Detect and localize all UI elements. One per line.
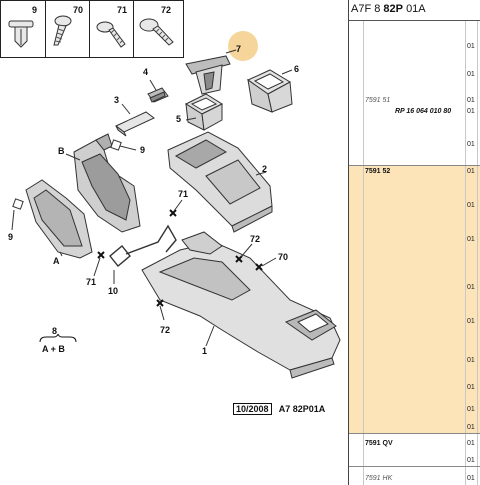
qty-indicator: 01: [467, 357, 475, 364]
qty-indicator: 01: [467, 440, 475, 447]
clip-icon: [8, 20, 34, 48]
diagram-ref: A7 82P01A: [278, 404, 326, 414]
diagram-caption: 10/2008 A7 82P01A: [233, 403, 326, 415]
callout-71-lower: 71: [86, 277, 97, 287]
qty-indicator: 01: [467, 43, 475, 50]
side-panel-a: [25, 179, 93, 259]
panel-divider: [348, 0, 349, 485]
callout-4: 4: [143, 67, 149, 77]
screw-icon: [53, 15, 72, 46]
qty-indicator: 01: [467, 318, 475, 325]
fastener-label-9: 9: [32, 5, 38, 15]
callout-72-upper: 72: [250, 234, 261, 244]
callout-8-components: A + B: [42, 344, 65, 354]
qty-indicator: 01: [467, 236, 475, 243]
callout-70: 70: [278, 252, 289, 262]
diagram-date: 10/2008: [233, 403, 272, 415]
screw-icon: [139, 18, 174, 46]
part-code-759152[interactable]: 7591 52: [365, 168, 391, 175]
fastener-cell-screw-a: [45, 1, 90, 57]
callout-72-lower: 72: [160, 325, 171, 335]
screw-icon: [96, 21, 126, 48]
callout-3: 3: [114, 95, 120, 105]
highlighted-group: [349, 165, 480, 433]
panel-title: A7F 8 82P 01A: [351, 3, 426, 15]
fastener-drawings: [8, 15, 174, 48]
gear-boot: [185, 55, 231, 95]
highlight-marker: [228, 31, 258, 61]
fastener-cell-clip: [1, 1, 46, 57]
qty-indicator: 01: [467, 424, 475, 431]
callout-2: 2: [262, 164, 268, 174]
part-code-759151[interactable]: 7591 51: [365, 97, 391, 104]
part-reference-number[interactable]: RP 16 064 010 80: [395, 108, 452, 115]
callout-a: A: [53, 256, 60, 266]
qty-indicator: 01: [467, 168, 475, 175]
trim-insert: [115, 111, 155, 137]
qty-indicator: 01: [467, 108, 475, 115]
callout-b: B: [58, 146, 65, 156]
qty-indicator: 01: [467, 406, 475, 413]
qty-indicator: 01: [467, 141, 475, 148]
gear-frame: [184, 93, 224, 131]
parts-diagram: 9 70 71 72: [0, 0, 341, 415]
trim-frame: [246, 69, 293, 113]
qty-indicator: 01: [467, 475, 475, 482]
callout-9-lower: 9: [8, 232, 14, 242]
qty-indicator: 01: [467, 97, 475, 104]
qty-indicator: 01: [467, 284, 475, 291]
qty-indicator: 01: [467, 71, 475, 78]
brace-icon: [39, 334, 77, 343]
upper-console: [167, 131, 273, 233]
callout-9-upper: 9: [140, 145, 146, 155]
exploded-view: [11, 31, 341, 379]
qty-indicator: 01: [467, 202, 475, 209]
callout-10: 10: [108, 286, 119, 296]
wire-bracket: [109, 224, 177, 267]
fastener-legend: 9 70 71 72: [0, 0, 184, 58]
callout-8: 8: [52, 326, 58, 336]
fastener-label-72: 72: [161, 5, 172, 15]
side-bracket-b: [73, 133, 141, 233]
callout-5: 5: [176, 114, 182, 124]
fastener-label-71: 71: [117, 5, 128, 15]
fastener-markers: [97, 209, 263, 307]
reference-panel: A7F 8 82P 01A 7591 51 RP 16 064 010 80 7…: [349, 0, 480, 485]
fastener-label-70: 70: [73, 5, 84, 15]
part-code-7591hk[interactable]: 7591 HK: [365, 475, 393, 482]
qty-indicator: 01: [467, 457, 475, 464]
callout-7: 7: [236, 44, 242, 54]
main-console: [141, 231, 341, 379]
fastener-cell-screw-b: [89, 1, 134, 57]
callout-6: 6: [294, 64, 300, 74]
callout-71-upper: 71: [178, 189, 189, 199]
part-code-7591qv[interactable]: 7591 QV: [365, 440, 393, 447]
callout-1: 1: [202, 346, 208, 356]
qty-indicator: 01: [467, 384, 475, 391]
clip-part: [147, 87, 169, 103]
